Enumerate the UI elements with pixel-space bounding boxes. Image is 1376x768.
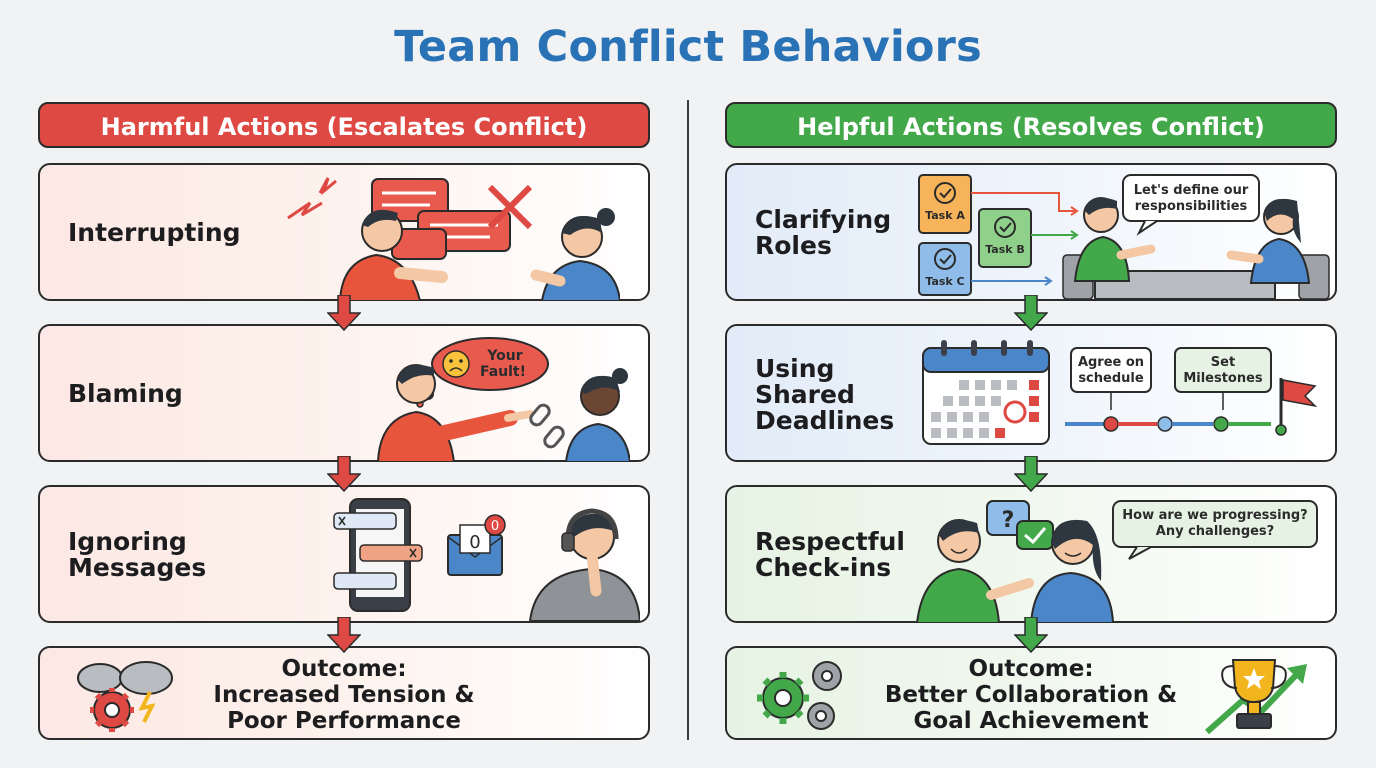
harmful-card-interrupting: Interrupting <box>38 163 650 301</box>
blame-bubble-line-2: Fault! <box>480 364 526 380</box>
ignoring-illustration: 0 0 <box>333 498 640 621</box>
callout-schedule-line-2: schedule <box>1078 371 1144 386</box>
arrow-down-icon <box>327 295 361 331</box>
helpful-outcome-card: Outcome: Better Collaboration & Goal Ach… <box>725 646 1337 740</box>
checkins-illustration: ? How are we progressing?Any challenges? <box>915 500 1318 623</box>
card-label: Using Shared Deadlines <box>755 354 895 435</box>
checkin-bubble-line-1: How are we progressing? <box>1122 508 1307 523</box>
card-label: Interrupting <box>68 218 241 247</box>
card-label: Clarifying Roles <box>755 205 892 260</box>
callout-schedule-line-1: Agree on <box>1078 355 1144 370</box>
helpful-card-clarifying: Clarifying Roles Task A Task B Task C Le… <box>725 163 1337 301</box>
harmful-header: Harmful Actions (Escalates Conflict) <box>38 102 650 148</box>
arrow-down-icon <box>327 456 361 492</box>
roles-bubble-line-1: Let's define our <box>1134 183 1249 198</box>
gears-icon <box>757 661 842 730</box>
checkin-bubble-line-2: Any challenges? <box>1156 524 1274 539</box>
envelope-count: 0 <box>469 532 480 553</box>
harmful-outcome-text: Outcome: Increased Tension & Poor Perfor… <box>213 656 475 734</box>
card-label: Ignoring Messages <box>68 527 207 582</box>
page-title: Team Conflict Behaviors <box>394 22 982 72</box>
trophy-growth-icon <box>1205 659 1307 735</box>
callout-milestones-line-1: Set <box>1211 355 1235 370</box>
storm-cloud-gear-icon <box>77 661 173 732</box>
arrow-down-icon <box>1014 617 1048 653</box>
checkin-bubble-text: How are we progressing?Any challenges? <box>1122 508 1307 539</box>
card-label: Blaming <box>68 379 183 408</box>
interrupting-illustration <box>287 177 620 301</box>
blame-bubble-line-1: Your <box>486 348 522 364</box>
task-c-label: Task C <box>925 275 964 288</box>
question-mark: ? <box>1002 508 1015 533</box>
arrow-down-icon <box>1014 295 1048 331</box>
helpful-header: Helpful Actions (Resolves Conflict) <box>725 102 1337 148</box>
helpful-outcome-text: Outcome: Better Collaboration & Goal Ach… <box>884 656 1178 734</box>
card-label: Respectful Check-ins <box>755 527 905 582</box>
harmful-outcome-card: Outcome: Increased Tension & Poor Perfor… <box>38 646 650 740</box>
harmful-card-ignoring: Ignoring Messages 0 0 <box>38 485 650 623</box>
task-b-label: Task B <box>985 243 1025 256</box>
roles-bubble-line-2: responsibilities <box>1135 199 1248 214</box>
task-a-label: Task A <box>925 209 965 222</box>
arrow-down-icon <box>1014 456 1048 492</box>
arrow-down-icon <box>327 617 361 653</box>
column-divider <box>687 100 689 740</box>
callout-milestones-line-2: Milestones <box>1183 371 1263 386</box>
unread-badge: 0 <box>491 519 499 534</box>
helpful-card-checkins: Respectful Check-ins ? How are we progre… <box>725 485 1337 623</box>
